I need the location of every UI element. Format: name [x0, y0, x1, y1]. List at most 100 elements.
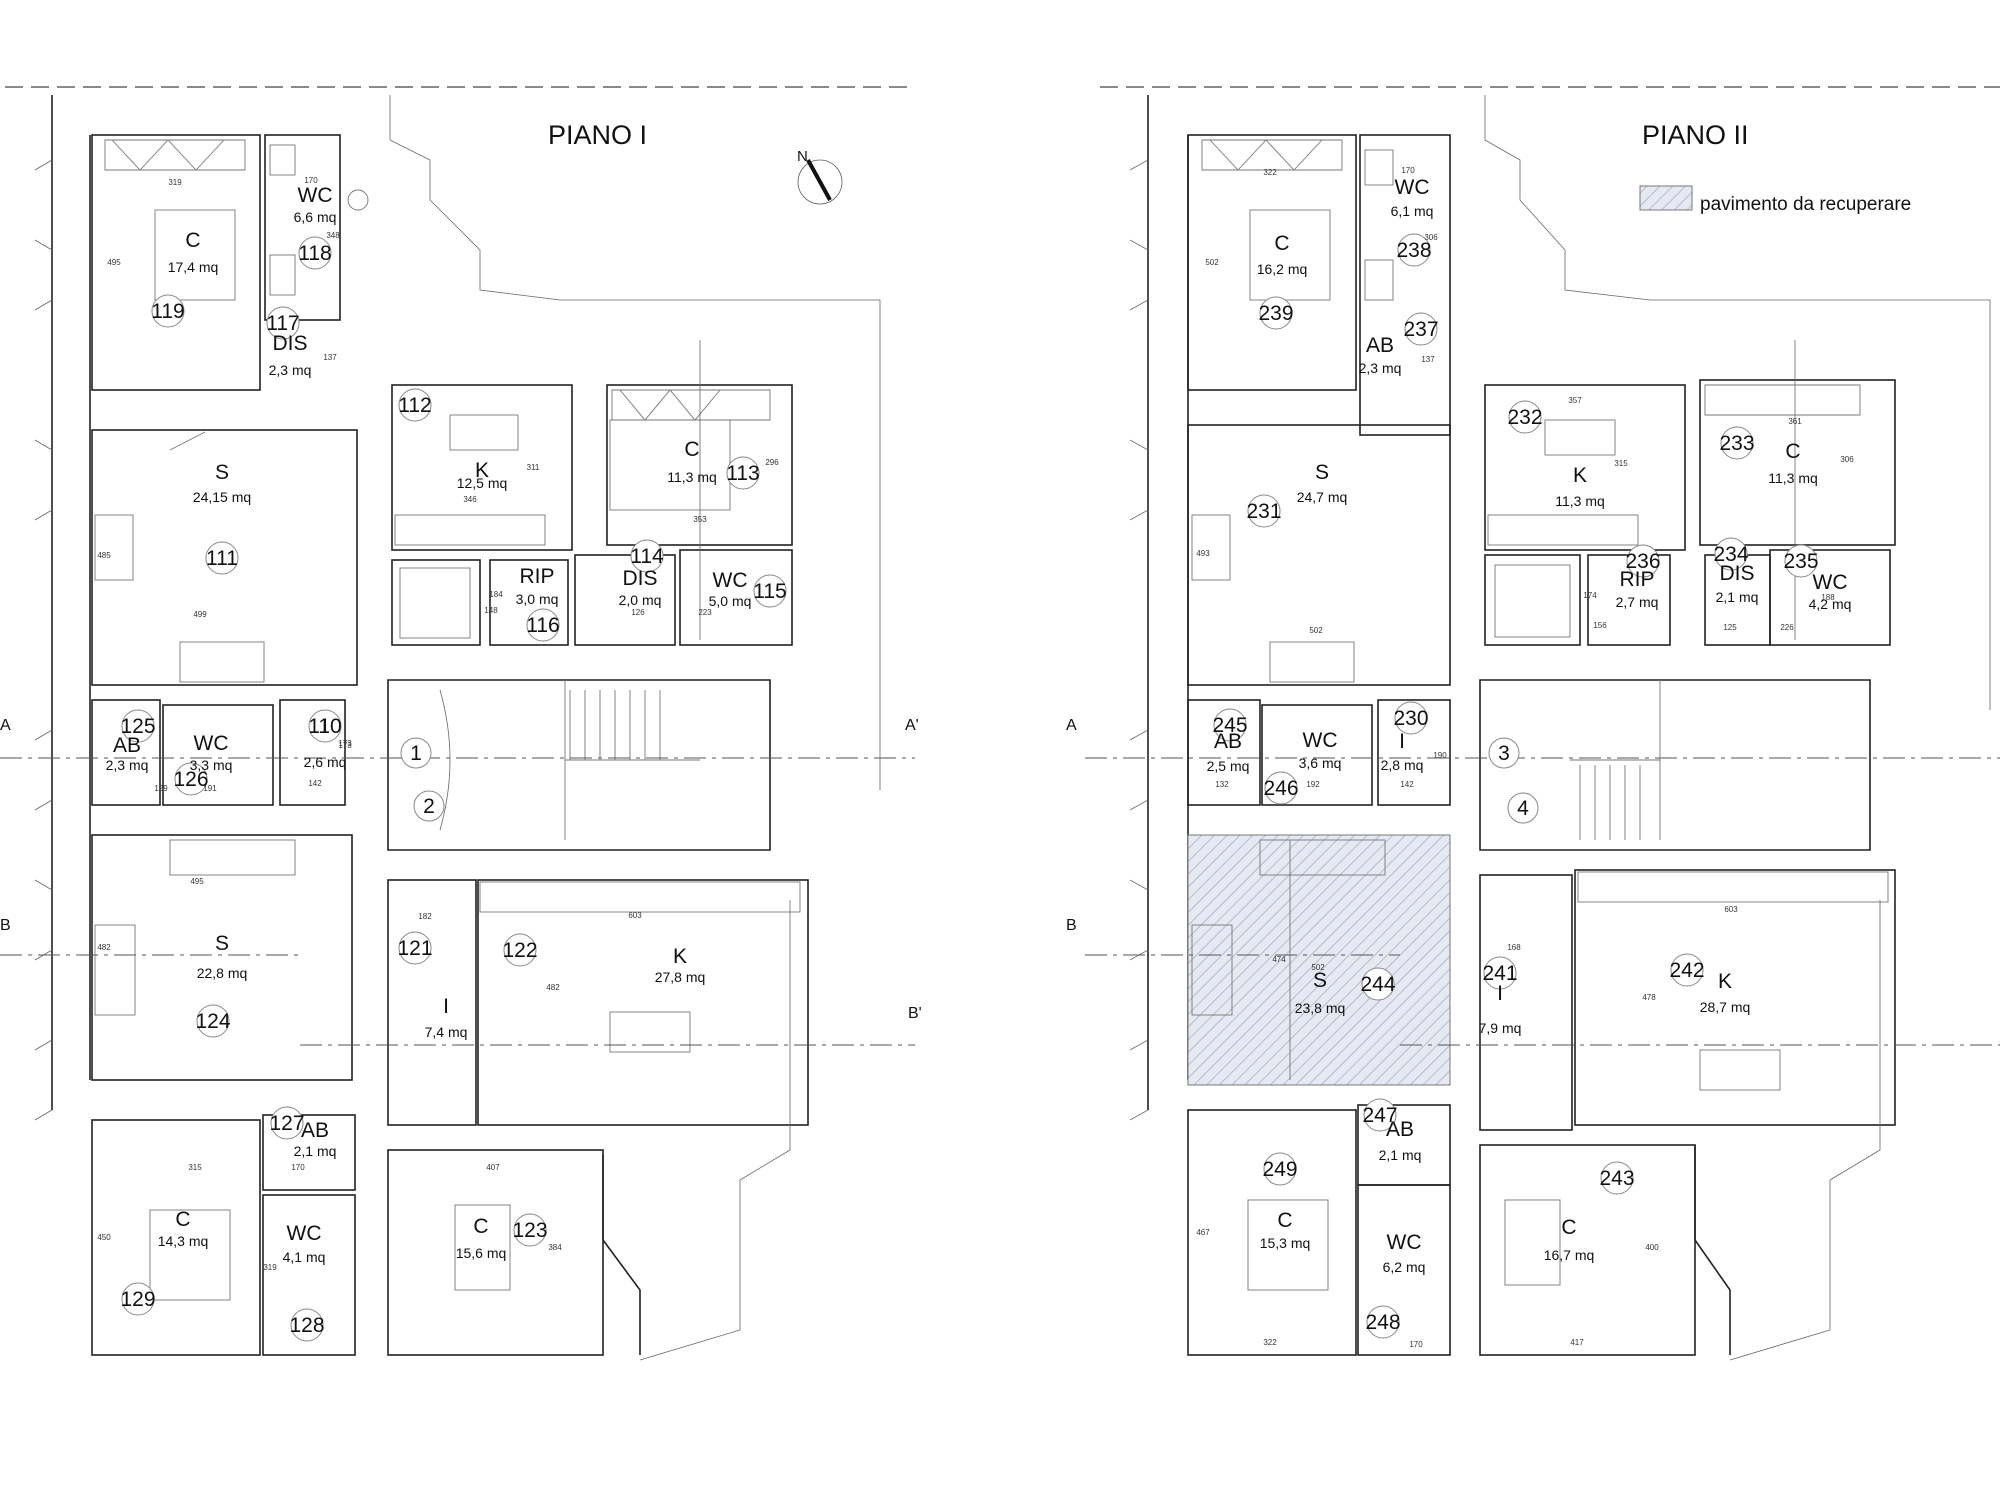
room-code: S [215, 461, 229, 484]
dimension-label: 322 [1263, 1338, 1277, 1347]
room-number: 246 [1263, 777, 1298, 800]
room-number: 239 [1258, 302, 1293, 325]
room-area: 15,3 mq [1260, 1235, 1311, 1251]
room-code: S [215, 932, 229, 955]
dimension-label: 417 [1570, 1338, 1584, 1347]
room-area: 2,3 mq [269, 362, 312, 378]
room-number-marker [398, 388, 432, 422]
room-area: 7,9 mq [1479, 1020, 1522, 1036]
room-number: 129 [120, 1288, 155, 1311]
room-code: AB [1214, 730, 1242, 753]
dimension-label: 407 [486, 1163, 500, 1172]
room-number: 122 [502, 939, 537, 962]
room-code: AB [301, 1119, 329, 1142]
dimension-label: 361 [1788, 417, 1802, 426]
dimension-label: 125 [1723, 623, 1737, 632]
room-number: 124 [195, 1010, 230, 1033]
dimension-label: 450 [97, 1233, 111, 1242]
room-number: 114 [630, 545, 664, 568]
room-code: RIP [519, 565, 554, 588]
room-number-marker [1720, 426, 1754, 460]
text-layer: PIANO I PIANO II pavimento da recuperare… [0, 120, 1911, 1349]
room-number: 115 [753, 580, 786, 603]
dimension-label: 174 [1583, 591, 1597, 600]
room-number-marker [290, 1308, 324, 1342]
room-code: C [473, 1215, 488, 1238]
dimension-label: 319 [263, 1263, 277, 1272]
room-number-marker [630, 539, 664, 573]
room-code: WC [1387, 1231, 1422, 1254]
dimension-label: 226 [1780, 623, 1794, 632]
room-number-marker [151, 294, 185, 328]
room-number: 233 [1719, 432, 1754, 455]
room-area: 6,1 mq [1391, 203, 1434, 219]
room-area: 16,7 mq [1544, 1247, 1595, 1263]
dimension-label: 306 [1424, 233, 1438, 242]
room-area: 2,1 mq [1716, 589, 1759, 605]
room-number-marker [1361, 967, 1395, 1001]
room-number: 247 [1362, 1104, 1397, 1127]
landing-number: 4 [1517, 797, 1529, 820]
dimension-label: 319 [168, 178, 182, 187]
dimension-label: 188 [1821, 593, 1835, 602]
room-number-marker [1247, 494, 1281, 528]
room-number: 248 [1365, 1311, 1400, 1334]
dimension-label: 173 [338, 739, 352, 748]
room-code: C [1561, 1216, 1576, 1239]
room-code: I [1497, 982, 1503, 1005]
room-area: 24,15 mq [193, 489, 251, 505]
room-code: DIS [622, 567, 657, 590]
dimension-label: 603 [628, 911, 642, 920]
landing-marker [400, 737, 432, 769]
room-code: K [1573, 464, 1587, 487]
dimension-label: 170 [1409, 1340, 1423, 1349]
dimension-label: 223 [698, 608, 712, 617]
room-number-marker [1626, 544, 1660, 578]
landing-number: 3 [1498, 742, 1510, 765]
room-number-marker [205, 541, 239, 575]
dimension-label: 296 [765, 458, 779, 467]
room-code: WC [298, 184, 333, 207]
landing-marker [413, 790, 445, 822]
dimension-label: 142 [308, 779, 322, 788]
room-number-marker [398, 931, 432, 965]
dimension-label: 132 [1215, 780, 1229, 789]
room-code: RIP [1619, 568, 1654, 591]
room-code: I [1399, 730, 1405, 753]
dimension-label: 495 [190, 877, 204, 886]
section-label: A' [905, 717, 919, 734]
dimension-label: 467 [1196, 1228, 1210, 1237]
room-number-marker [1397, 233, 1431, 267]
room-code: DIS [272, 332, 307, 355]
dimension-label: 502 [1309, 626, 1323, 635]
dimension-label: 190 [1433, 751, 1447, 760]
room-number: 121 [397, 937, 432, 960]
room-area: 4,1 mq [283, 1249, 326, 1265]
room-code: S [1315, 461, 1329, 484]
room-area: 2,6 mq [304, 754, 347, 770]
room-area: 6,2 mq [1383, 1259, 1426, 1275]
room-number-marker [298, 236, 332, 270]
dimension-label: 170 [291, 1163, 305, 1172]
dimension-label: 168 [1507, 943, 1521, 952]
dimension-label: 485 [97, 551, 111, 560]
room-number-marker [726, 456, 760, 490]
dimension-label: 482 [546, 983, 560, 992]
room-number-marker [1670, 953, 1704, 987]
dimension-label: 129 [154, 784, 168, 793]
room-number: 241 [1482, 962, 1517, 985]
dimension-label: 148 [484, 606, 498, 615]
section-label: A [1066, 717, 1077, 734]
dimension-label: 357 [1568, 396, 1582, 405]
landing-number: 2 [423, 795, 435, 818]
dimension-label: 137 [1421, 355, 1435, 364]
plan-piano-i [0, 86, 915, 1361]
section-label: A [0, 717, 11, 734]
room-area: 2,3 mq [106, 757, 149, 773]
room-number-marker [266, 306, 300, 340]
legend-label: pavimento da recuperare [1700, 194, 1911, 215]
room-area: 5,0 mq [709, 593, 752, 609]
room-number: 119 [151, 300, 184, 323]
dimension-label: 502 [1205, 258, 1219, 267]
room-code: K [673, 945, 687, 968]
